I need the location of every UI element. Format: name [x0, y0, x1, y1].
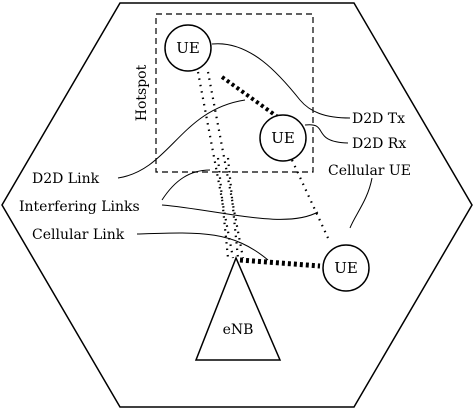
interfering-links-leader-1 — [161, 169, 211, 201]
ue-cellular-label: UE — [334, 259, 358, 277]
hotspot-area — [155, 13, 314, 173]
ue-tx-circle — [164, 24, 212, 72]
interfering-links — [196, 71, 329, 259]
d2d-tx-callout: D2D Tx — [352, 111, 405, 127]
interfering-links-callout: Interfering Links — [19, 199, 140, 215]
d2d-link-callout: D2D Link — [32, 171, 100, 187]
ue-rx: UE — [259, 114, 307, 162]
hotspot-label: Hotspot — [134, 64, 150, 121]
ue-rx-circle — [259, 114, 307, 162]
ue-cellular: UE — [322, 244, 370, 292]
cellular-link-callout: Cellular Link — [32, 227, 125, 243]
enb-label: eNB — [223, 322, 254, 338]
d2d-link-leader — [117, 99, 246, 179]
d2d-rx-callout: D2D Rx — [352, 136, 406, 152]
ue-tx-label: UE — [176, 39, 200, 57]
cellular-link-leader — [136, 232, 269, 261]
ue-tx: UE — [164, 24, 212, 72]
cellular-ue-callout: Cellular UE — [328, 163, 411, 179]
cellular-ue-leader — [349, 177, 373, 229]
ue-rx-label: UE — [271, 129, 295, 147]
cellular-link-line — [239, 257, 321, 269]
interfering-links-leader-2 — [161, 204, 319, 220]
ue-cellular-circle — [322, 244, 370, 292]
enb-triangle — [194, 256, 282, 361]
d2d-link-line — [220, 75, 284, 122]
d2d-rx-leader — [304, 124, 349, 144]
d2d-tx-leader — [211, 43, 351, 119]
